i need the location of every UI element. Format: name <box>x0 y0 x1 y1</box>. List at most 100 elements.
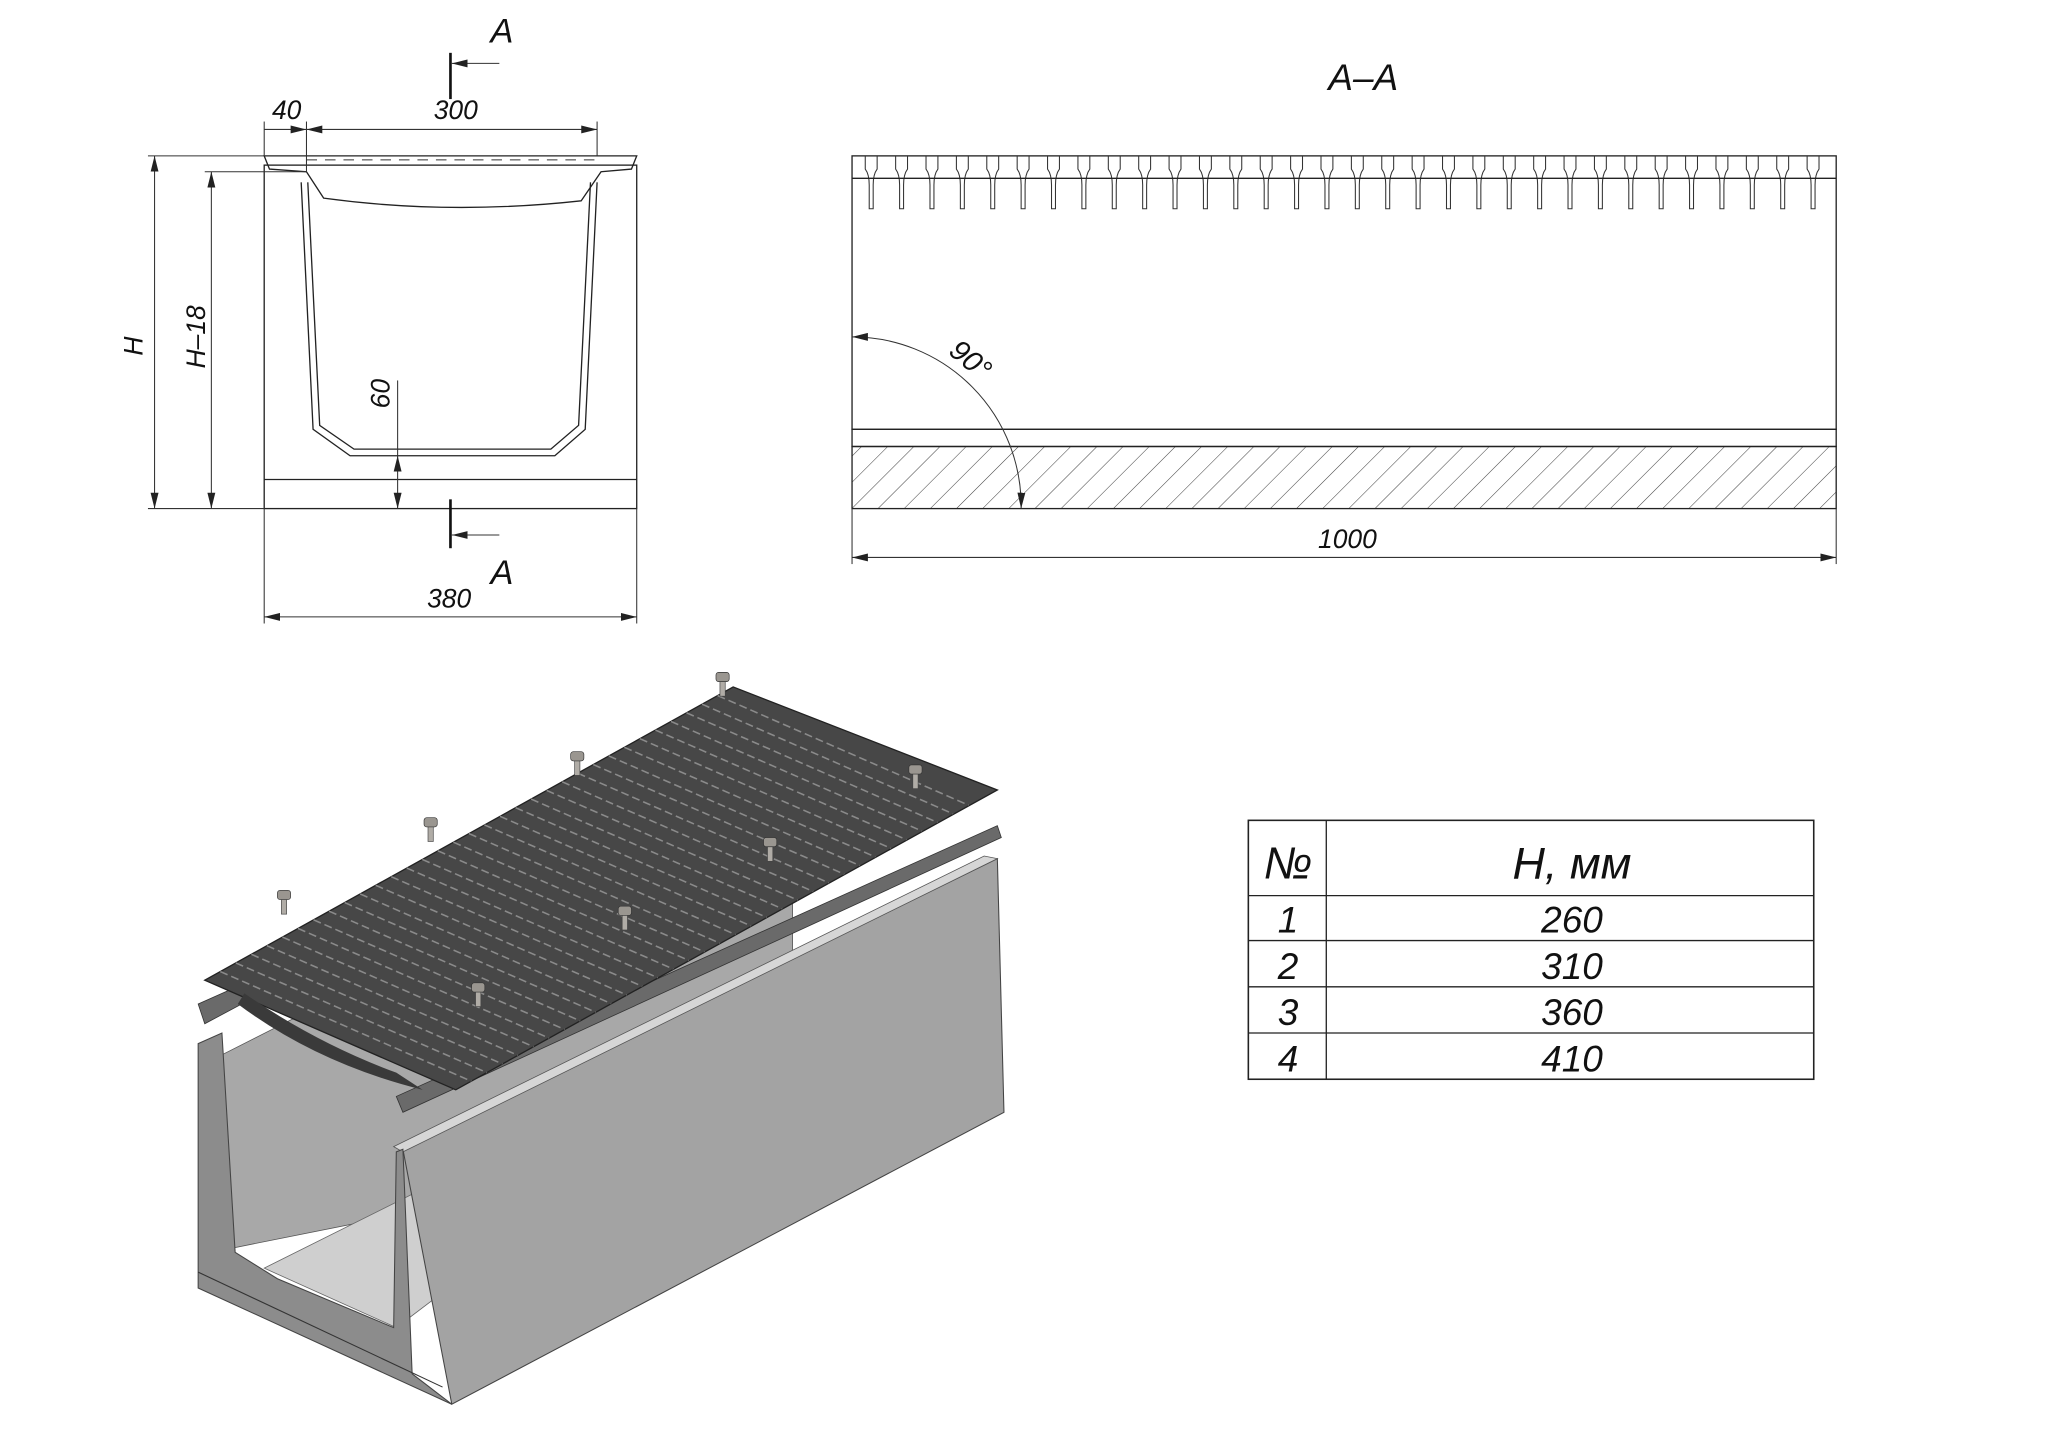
table-cell-number: 4 <box>1278 1038 1299 1079</box>
grate-bar-section <box>1077 155 1091 210</box>
bolt-icon <box>574 759 581 776</box>
grate-bar <box>282 936 534 1048</box>
grate-bar <box>577 772 830 884</box>
grate-bar <box>717 694 969 806</box>
bolt-icon <box>719 679 726 697</box>
grate-bar-section <box>1745 155 1759 210</box>
grate-bar-section <box>1107 155 1121 210</box>
section-label-top: A <box>489 12 514 50</box>
bolts <box>277 672 923 1007</box>
table-header-height: H, мм <box>1513 837 1632 888</box>
table-cell-height: 260 <box>1540 900 1603 941</box>
grate-bar-section <box>1654 155 1668 210</box>
table-header-number: № <box>1264 837 1313 888</box>
grate-bar <box>499 815 752 927</box>
grate-bar <box>624 746 876 858</box>
section-view: A–A 90° 1000 <box>851 57 1837 565</box>
grate-bar <box>219 970 472 1082</box>
grate-bar-section <box>1502 155 1516 210</box>
bolt-head-icon <box>423 817 438 828</box>
bolt-icon <box>621 913 628 931</box>
grate-bar <box>375 884 628 996</box>
grate-bar-section <box>1472 155 1486 210</box>
dim-380-label: 380 <box>427 584 471 614</box>
grate-bar <box>328 910 581 1022</box>
bolt-head-icon <box>471 982 486 993</box>
front-view: H H–18 40 300 60 380 A A <box>119 12 638 624</box>
bolt-head-icon <box>277 890 291 900</box>
grate-bar <box>655 729 907 841</box>
bolt-head-icon <box>908 764 923 775</box>
grate-bar <box>390 875 643 988</box>
bolt-head-icon <box>715 672 730 682</box>
base-hatch <box>851 445 1837 510</box>
section-label-bottom: A <box>489 554 514 592</box>
channel-body-outline <box>263 164 638 510</box>
channel-inner-profile <box>300 182 598 457</box>
grate-bar <box>313 919 565 1031</box>
channel-end-face <box>197 1032 453 1405</box>
grate-bar-section <box>1685 155 1699 210</box>
dim-1000-label: 1000 <box>1318 524 1377 554</box>
grate-bar-section <box>955 155 969 210</box>
grate-bar <box>235 962 488 1074</box>
grate-bars <box>219 694 969 1082</box>
table-cell-number: 3 <box>1278 992 1299 1033</box>
isometric-view <box>197 672 1005 1406</box>
grate-bar-section <box>1350 155 1364 210</box>
grate-bar-section <box>1593 155 1607 210</box>
grate-bar <box>406 867 659 979</box>
grate-bar-section <box>1715 155 1729 210</box>
grate-bar <box>344 901 596 1013</box>
bolt-head-icon <box>570 751 585 762</box>
grate-bar <box>546 789 798 901</box>
dim-40-label: 40 <box>272 95 302 125</box>
grate-bar-section <box>1776 155 1790 210</box>
support-rail <box>395 825 1002 1113</box>
height-table: № H, мм 1 260 2 310 3 360 4 410 <box>1247 819 1815 1081</box>
bolt-icon <box>281 897 287 915</box>
grate-bar <box>701 703 954 815</box>
grate-bar <box>437 850 690 962</box>
grate-bar <box>251 953 503 1065</box>
grate-bar-section <box>1806 155 1820 210</box>
grate-bar <box>561 781 814 893</box>
bolt-icon <box>767 845 774 862</box>
grate-bar-section <box>1411 155 1425 210</box>
grate-bar <box>515 806 767 919</box>
dim-300-label: 300 <box>434 95 478 125</box>
grate-bar <box>592 763 845 875</box>
dim-h-label: H <box>119 336 149 356</box>
dim-h18-label: H–18 <box>181 305 211 368</box>
grate-bar <box>266 944 519 1057</box>
grate-bar <box>530 798 783 910</box>
grate-bar <box>670 720 923 832</box>
table-cell-number: 1 <box>1278 900 1299 941</box>
grate-bar-section <box>864 155 878 210</box>
grate-bar-section <box>895 155 909 210</box>
grate-bar-section <box>1047 155 1060 210</box>
dim-60-label: 60 <box>366 379 396 409</box>
grate-bar-section <box>1320 155 1334 210</box>
grate-bar-section <box>1290 155 1304 210</box>
table-cell-number: 2 <box>1277 946 1299 987</box>
table-cell-height: 360 <box>1541 992 1603 1033</box>
grate-bar <box>359 893 612 1005</box>
grate-bar-section <box>1198 155 1212 210</box>
grate-bar <box>422 858 674 970</box>
grate-bar-section <box>1259 155 1273 210</box>
grate-bar-section <box>1381 155 1395 210</box>
bolt-icon <box>912 772 919 789</box>
angle-arc <box>852 332 1026 509</box>
table-cell-height: 410 <box>1541 1038 1603 1079</box>
grate-bar <box>484 824 736 936</box>
grate-end-tongue <box>237 993 423 1090</box>
section-title: A–A <box>1326 57 1398 98</box>
grate-bar-section <box>1168 155 1182 210</box>
grate-bar <box>468 832 721 944</box>
angle-label: 90° <box>943 334 997 387</box>
grate-bar-section <box>1138 155 1152 210</box>
grate-bar-section <box>1533 155 1547 210</box>
grate-bar <box>453 841 705 953</box>
